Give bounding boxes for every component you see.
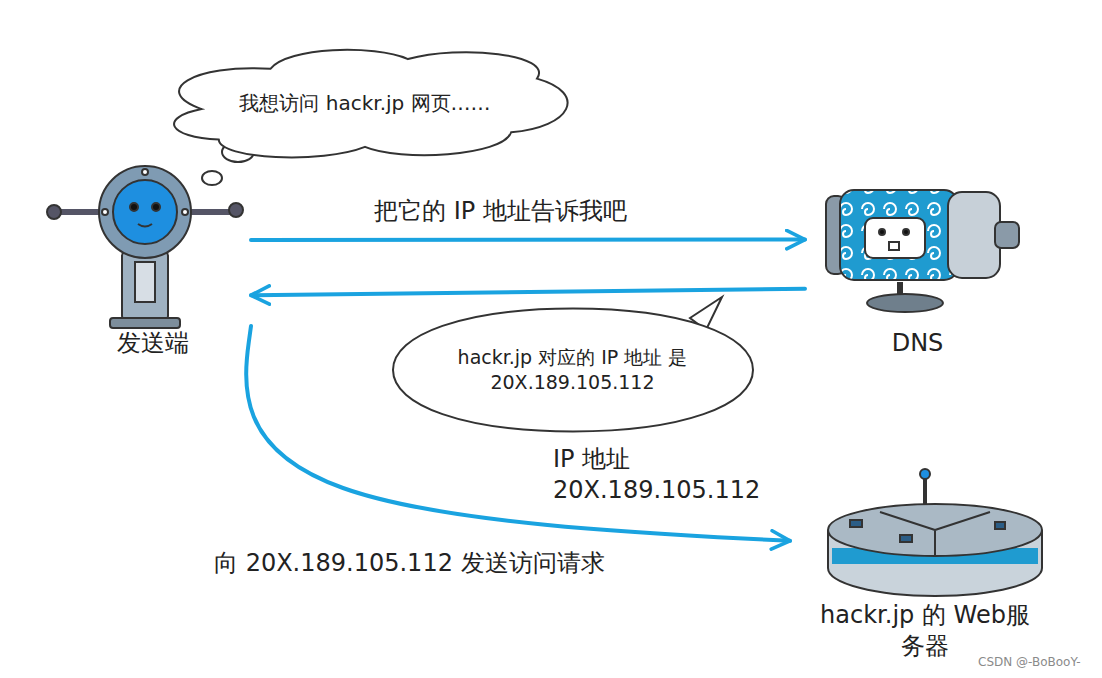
reply-bubble: hackr.jp 对应的 IP 地址 是 20X.189.105.112 xyxy=(393,306,753,434)
edge-label: 向 20X.189.105.112 发送访问请求 xyxy=(212,548,607,579)
node-text: 发送端 xyxy=(117,328,189,359)
sender-node: 发送端 xyxy=(55,162,251,367)
node-text: hackr.jp 的 Web服务器 xyxy=(815,600,1035,662)
web-server xyxy=(828,469,1042,596)
node-text: DNS xyxy=(892,328,944,359)
thought-bubble: 我想访问 hackr.jp 网页…… xyxy=(150,42,580,164)
node-text: hackr.jp 对应的 IP 地址 是 20X.189.105.112 xyxy=(438,345,708,394)
node-text: 我想访问 hackr.jp 网页…… xyxy=(239,90,490,116)
edge-label: 把它的 IP 地址告诉我吧 xyxy=(372,196,629,227)
bubble-outline xyxy=(393,306,753,434)
thought-dot xyxy=(202,171,222,185)
arrow-connector xyxy=(251,289,805,296)
dns-node: DNS xyxy=(805,185,1030,367)
ip-label: IP 地址 20X.189.105.112 xyxy=(553,444,773,506)
watermark: CSDN @-BoBooY- xyxy=(978,655,1100,671)
arrow-connector xyxy=(251,238,805,242)
dns-drum xyxy=(826,190,1019,312)
web-server-node: hackr.jp 的 Web服务器 xyxy=(790,465,1060,670)
robot xyxy=(47,166,243,328)
